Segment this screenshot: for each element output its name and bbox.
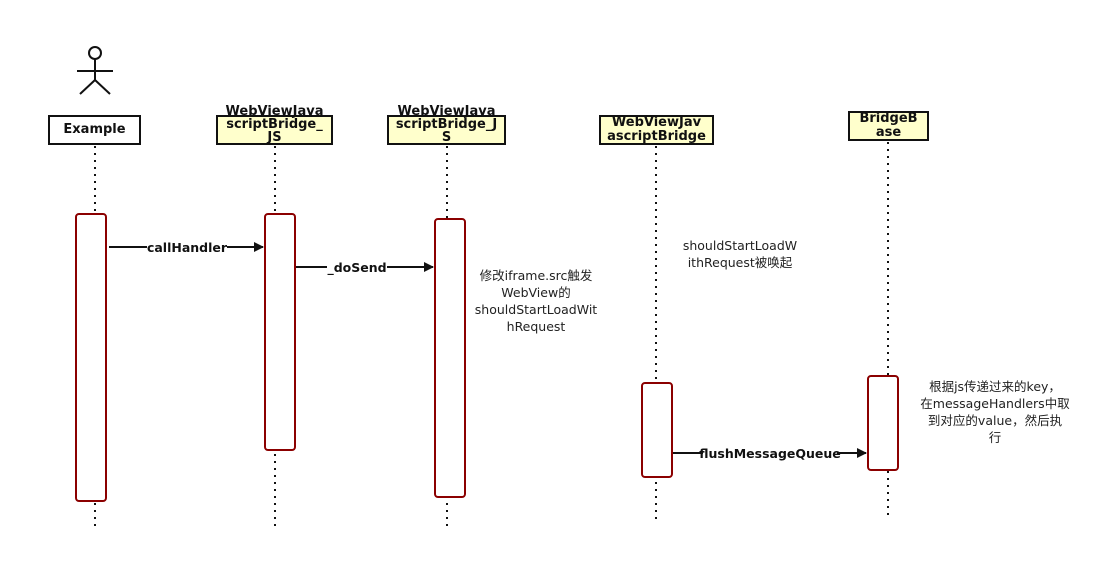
label-do-send: _doSend — [327, 260, 386, 276]
activation-bridge-base — [867, 375, 899, 471]
participant-bridge-js-2-line1: WebViewJava — [397, 103, 496, 119]
participant-bridge-js-1-line1: WebViewJava — [225, 103, 324, 119]
participant-bridge-base: BridgeB ase — [848, 111, 929, 141]
note-key-line2: 在messageHandlers中取 — [920, 396, 1070, 411]
activation-native-bridge — [641, 382, 673, 478]
actor-icon — [77, 46, 113, 95]
participant-bridge-base-line2: ase — [875, 125, 902, 140]
activation-bridge-js-2 — [434, 218, 466, 498]
note-iframe-line2: WebView的 — [501, 285, 571, 300]
participant-bridge-js-2-line2: scriptBridge_J — [395, 116, 498, 132]
participant-native-bridge: WebViewJav ascriptBridge — [599, 115, 714, 145]
activation-bridge-js-1 — [264, 213, 296, 451]
participant-example-label: Example — [63, 122, 126, 137]
activation-example — [75, 213, 107, 502]
note-iframe-line4: hRequest — [506, 319, 566, 334]
participant-bridge-js-1: WebViewJava scriptBridge_ JS — [216, 105, 333, 145]
participant-bridge-js-1-line3: JS — [267, 129, 282, 145]
note-key-line1: 根据js传递过来的key， — [929, 379, 1061, 394]
note-key-line4: 行 — [988, 430, 1002, 445]
note-message-handlers: 根据js传递过来的key， 在messageHandlers中取 到对应的val… — [914, 378, 1076, 446]
participant-bridge-js-1-line2: scriptBridge_ — [226, 116, 323, 132]
note-iframe-trigger: 修改iframe.src触发 WebView的 shouldStartLoadW… — [466, 267, 606, 335]
note-iframe-line3: shouldStartLoadWit — [474, 302, 598, 317]
participant-bridge-js-2-line3: S — [441, 129, 452, 145]
label-call-handler: callHandler — [147, 240, 228, 255]
note-iframe-line1: 修改iframe.src触发 — [479, 268, 593, 283]
label-flush-message-queue: flushMessageQueue — [699, 446, 841, 461]
participant-example: Example — [48, 115, 141, 145]
participant-bridge-base-line1: BridgeB — [859, 111, 918, 126]
note-invoked-line1: shouldStartLoadW — [682, 238, 798, 253]
participant-native-bridge-line1: WebViewJav — [611, 115, 702, 130]
note-invoked-line2: ithRequest被唤起 — [687, 255, 793, 270]
participant-bridge-js-2: WebViewJava scriptBridge_J S — [387, 105, 506, 145]
participant-native-bridge-line2: ascriptBridge — [607, 129, 706, 144]
note-key-line3: 到对应的value，然后执 — [927, 413, 1063, 428]
note-should-start-invoked: shouldStartLoadW ithRequest被唤起 — [670, 237, 810, 271]
